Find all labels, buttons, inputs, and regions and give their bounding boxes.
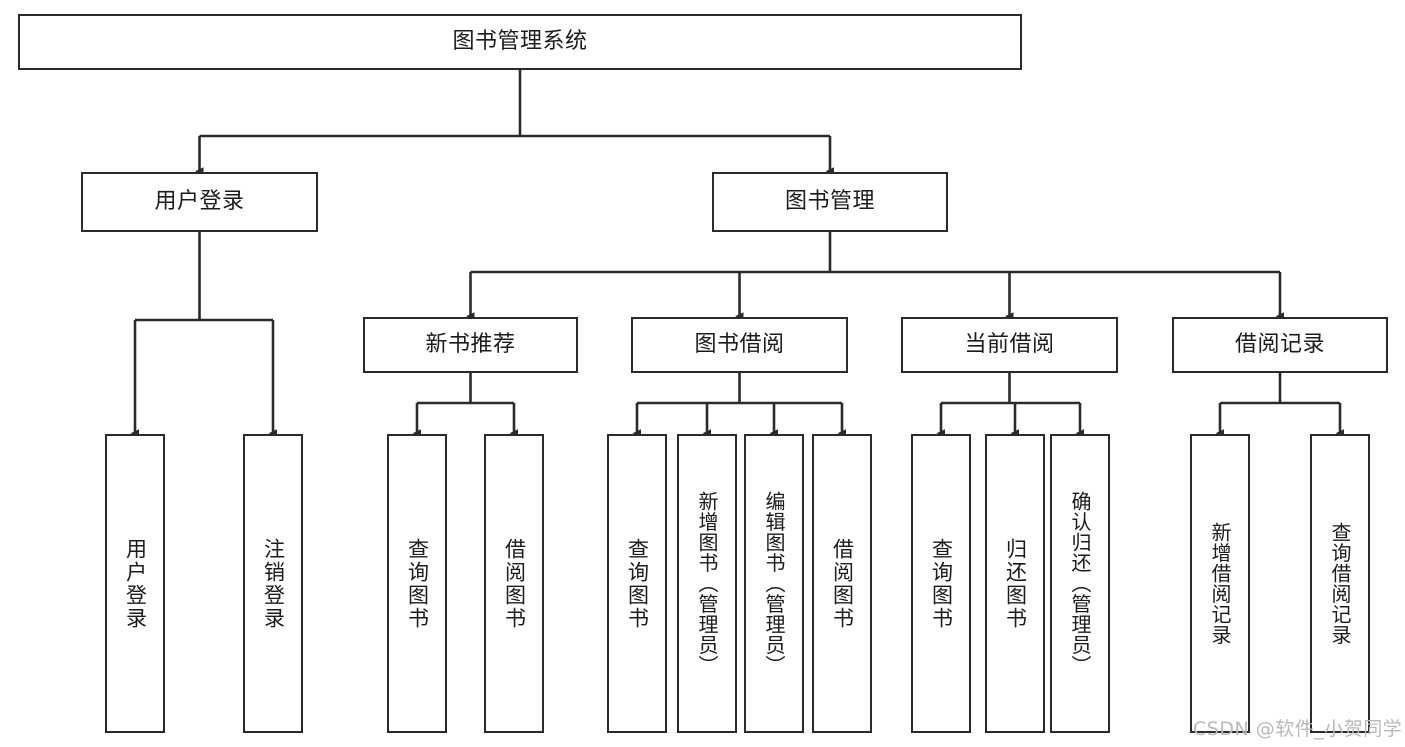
leaf-current-confirm-return-label: 确认归还（管理员） [1068,491,1092,676]
leaf-recommend-query-book[interactable]: 查询图书 [387,434,447,733]
node-book-management-module-label: 图书管理 [784,188,875,214]
leaf-borrow-edit-book[interactable]: 编辑图书（管理员） [744,434,804,733]
node-book-borrow-label: 图书借阅 [694,331,785,357]
leaf-user-login-label: 用户登录 [123,537,148,630]
leaf-record-add[interactable]: 新增借阅记录 [1190,434,1250,733]
csdn-watermark: CSDN @软件_小贺同学 [1193,718,1403,740]
leaf-record-query[interactable]: 查询借阅记录 [1310,434,1370,733]
node-user-login-module-label: 用户登录 [154,188,245,214]
edges-group [130,70,1345,438]
node-book-borrow[interactable]: 图书借阅 [631,317,848,373]
leaf-recommend-borrow-book[interactable]: 借阅图书 [484,434,544,733]
node-user-login-module[interactable]: 用户登录 [81,172,318,232]
node-new-book-recommend-label: 新书推荐 [425,331,516,357]
leaf-current-query-book-label: 查询图书 [929,537,954,630]
leaf-user-login[interactable]: 用户登录 [105,434,165,733]
node-current-borrow-label: 当前借阅 [964,331,1055,357]
leaf-borrow-add-book[interactable]: 新增图书（管理员） [677,434,737,733]
leaf-borrow-lend-book[interactable]: 借阅图书 [812,434,872,733]
leaf-user-logout[interactable]: 注销登录 [243,434,303,733]
leaf-current-return-book[interactable]: 归还图书 [985,434,1045,733]
leaf-user-logout-label: 注销登录 [261,537,286,630]
leaf-borrow-query-book-label: 查询图书 [625,537,650,630]
leaf-borrow-query-book[interactable]: 查询图书 [607,434,667,733]
node-borrow-record[interactable]: 借阅记录 [1172,317,1388,373]
leaf-borrow-lend-book-label: 借阅图书 [830,537,855,630]
leaf-recommend-query-book-label: 查询图书 [405,537,430,630]
node-book-management-module[interactable]: 图书管理 [712,172,948,232]
leaf-borrow-edit-book-label: 编辑图书（管理员） [762,491,786,676]
node-current-borrow[interactable]: 当前借阅 [901,317,1118,373]
leaf-current-query-book[interactable]: 查询图书 [911,434,971,733]
leaf-current-return-book-label: 归还图书 [1003,537,1028,630]
node-new-book-recommend[interactable]: 新书推荐 [363,317,578,373]
node-root-label: 图书管理系统 [452,28,588,54]
leaf-borrow-add-book-label: 新增图书（管理员） [695,491,719,676]
leaf-recommend-borrow-book-label: 借阅图书 [502,537,527,630]
leaf-record-query-label: 查询借阅记录 [1328,522,1352,645]
node-root[interactable]: 图书管理系统 [18,14,1022,70]
leaf-record-add-label: 新增借阅记录 [1208,522,1232,645]
leaf-current-confirm-return[interactable]: 确认归还（管理员） [1050,434,1110,733]
node-borrow-record-label: 借阅记录 [1234,331,1325,357]
